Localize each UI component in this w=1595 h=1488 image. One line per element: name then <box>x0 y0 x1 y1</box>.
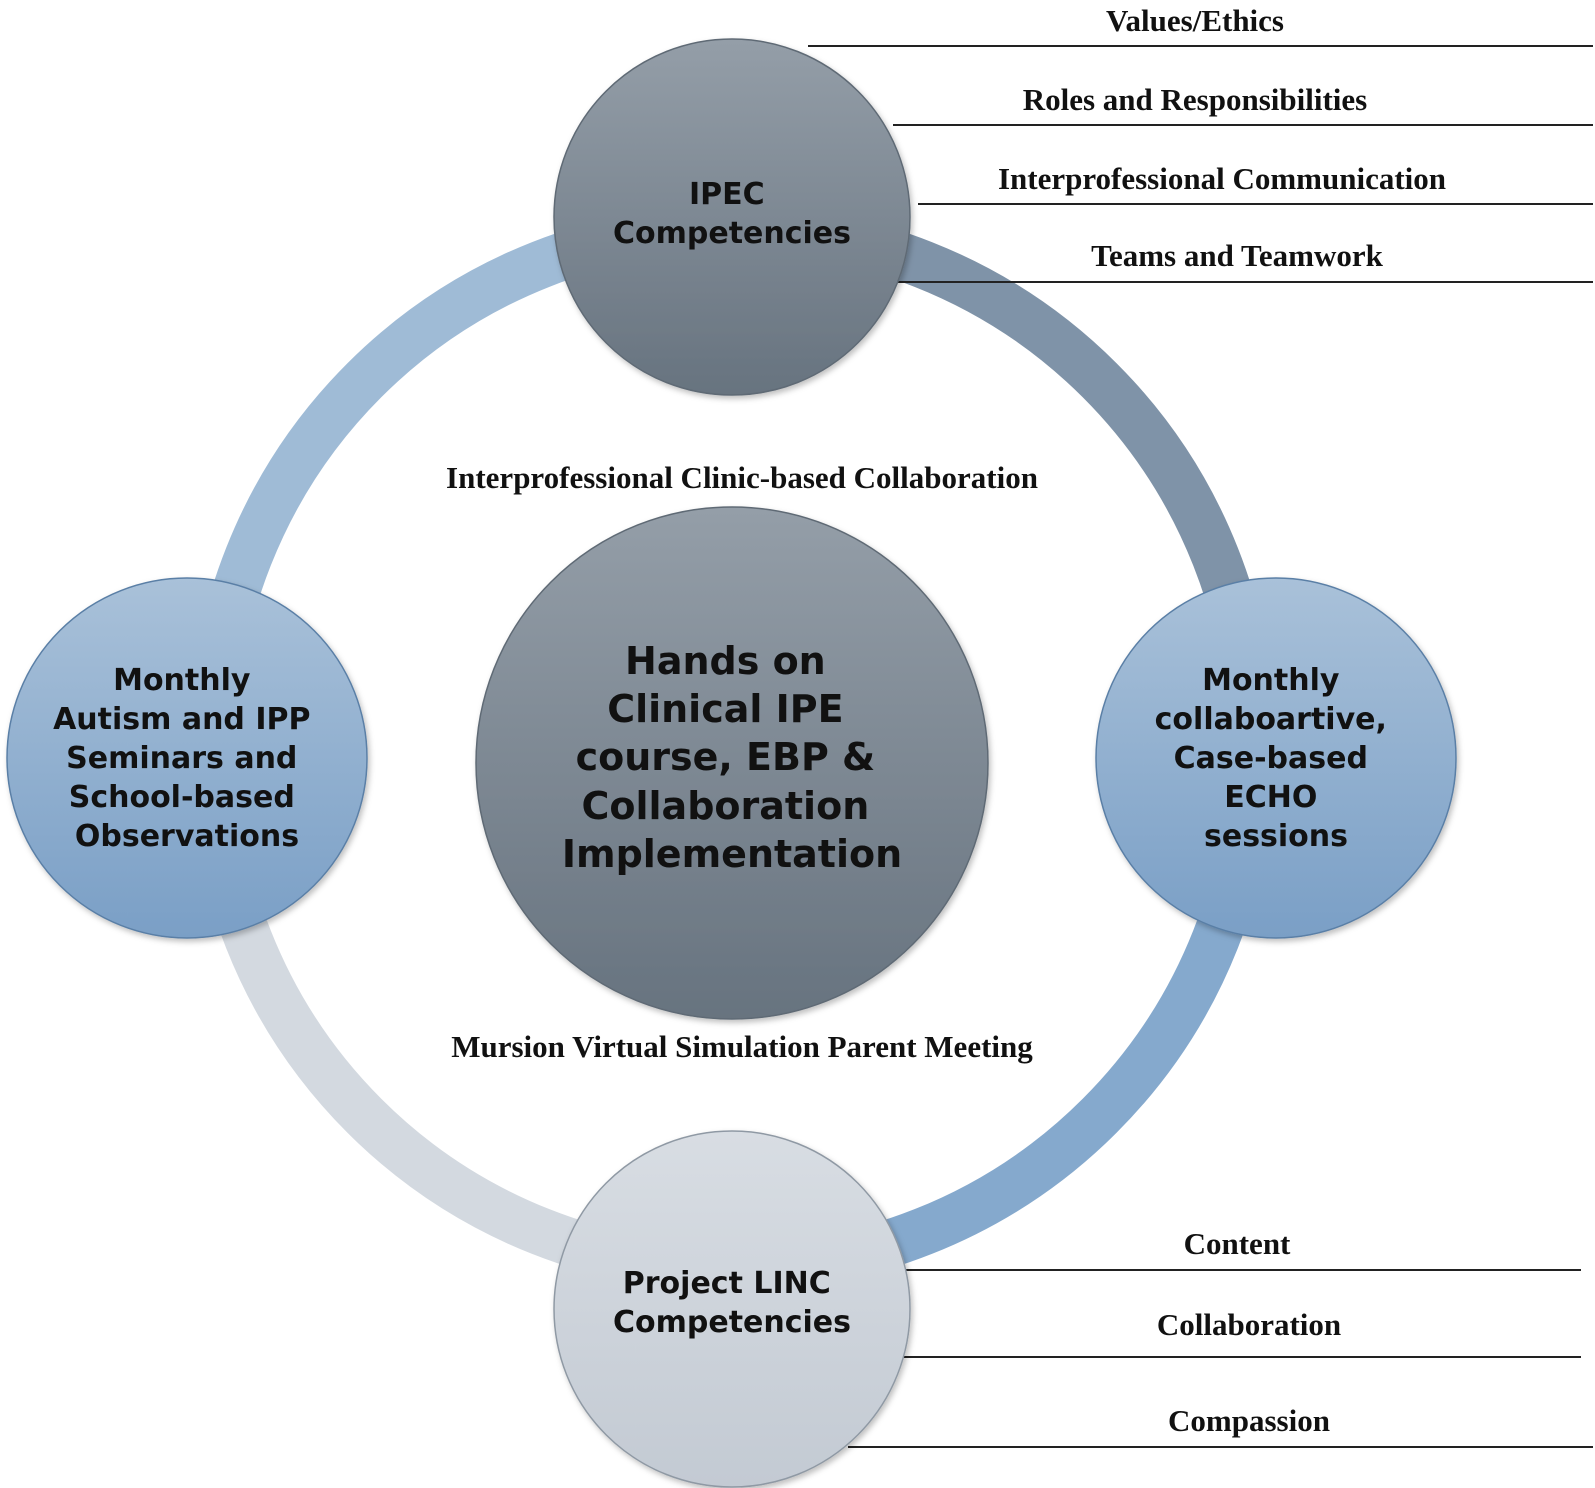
bottom-circle <box>553 1130 911 1488</box>
ipec-node-label: IPEC Competencies <box>613 177 851 251</box>
left-node-label: Monthly Autism and IPP Seminars and Scho… <box>53 663 321 854</box>
node-hands-on-clinical-ipe: Hands on Clinical IPE course, EBP & Coll… <box>475 506 989 1020</box>
linc-item-collaboration: Collaboration <box>1157 1307 1341 1342</box>
node-ipec-competencies: IPEC Competencies <box>553 38 911 396</box>
ipec-item-teams-teamwork: Teams and Teamwork <box>1091 238 1383 273</box>
ipec-circle <box>553 38 911 396</box>
right-node-label: Monthly collaboartive, Case-based ECHO s… <box>1155 663 1398 854</box>
ipec-competency-list: Values/Ethics Roles and Responsibilities… <box>808 3 1593 283</box>
ipec-item-roles-responsibilities: Roles and Responsibilities <box>1023 82 1368 117</box>
label-clinic-based-collaboration: Interprofessional Clinic-based Collabora… <box>446 460 1038 495</box>
center-circle <box>475 506 989 1020</box>
label-mursion-virtual-simulation: Mursion Virtual Simulation Parent Meetin… <box>451 1029 1033 1064</box>
left-circle <box>6 577 368 939</box>
ipec-item-interprofessional-communication: Interprofessional Communication <box>998 161 1446 196</box>
ipec-item-values-ethics: Values/Ethics <box>1106 3 1284 38</box>
right-circle <box>1095 577 1457 939</box>
node-project-linc-competencies: Project LINC Competencies <box>553 1130 911 1488</box>
linc-node-label: Project LINC Competencies <box>613 1266 851 1340</box>
node-monthly-seminars: Monthly Autism and IPP Seminars and Scho… <box>6 577 368 939</box>
node-echo-sessions: Monthly collaboartive, Case-based ECHO s… <box>1095 577 1457 939</box>
linc-item-content: Content <box>1184 1226 1291 1261</box>
linc-competency-list: Content Collaboration Compassion <box>848 1226 1593 1448</box>
center-node-label: Hands on Clinical IPE course, EBP & Coll… <box>562 639 902 876</box>
linc-item-compassion: Compassion <box>1168 1403 1330 1438</box>
